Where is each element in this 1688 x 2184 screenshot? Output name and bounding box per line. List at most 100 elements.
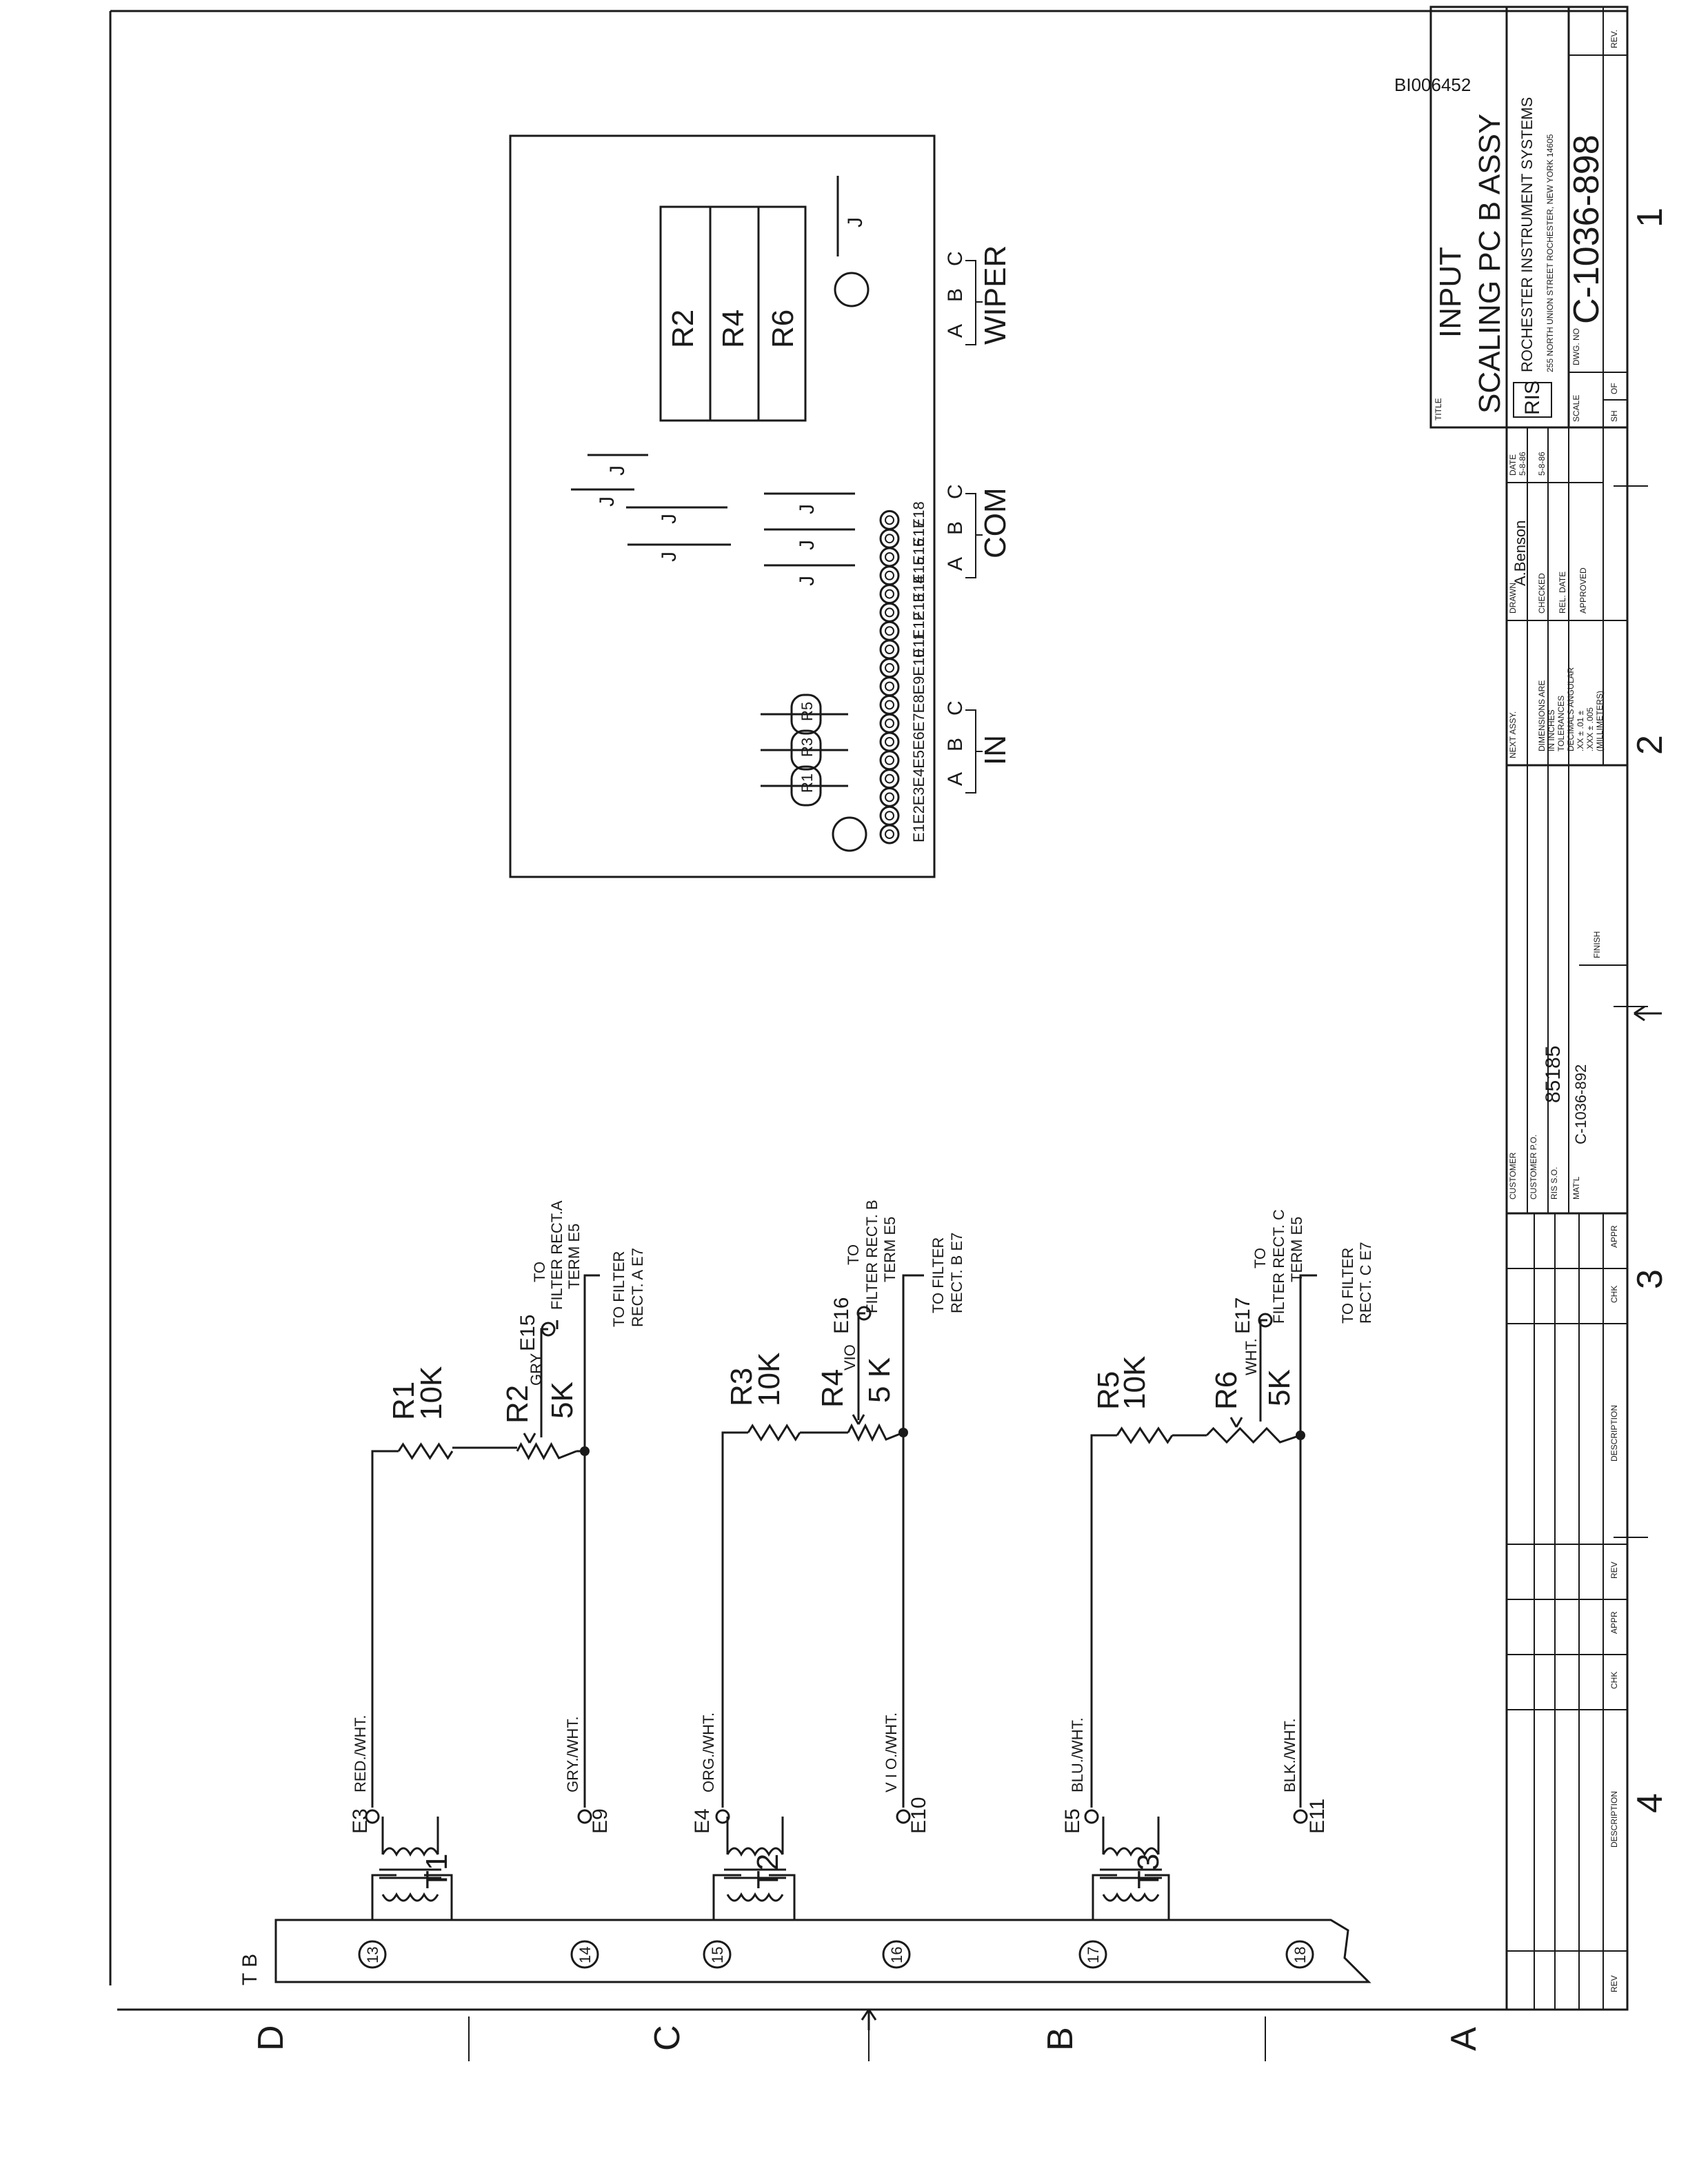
tb-terminal-number: 14 <box>576 1947 594 1963</box>
ris-so-number: 85185 <box>1542 1046 1565 1103</box>
ch1-out-terminal: E9 <box>589 1808 612 1834</box>
ch3-in-wire: BLU./WHT. <box>1069 1717 1086 1792</box>
svg-text:TERM E5: TERM E5 <box>881 1217 898 1282</box>
svg-text:DIMENSIONS ARE: DIMENSIONS ARE <box>1537 680 1547 751</box>
rev-header-rev-1: REV <box>1609 1561 1619 1579</box>
svg-text:TERM E5: TERM E5 <box>1288 1217 1305 1282</box>
schematic-terminal <box>365 1809 380 1824</box>
zone-4: 4 <box>1630 1793 1670 1813</box>
pcb-terminal-hole <box>885 718 894 729</box>
terminal-block: T B <box>239 1919 1372 1985</box>
pcb-terminal-ring <box>879 528 900 549</box>
junction-dot <box>580 1446 590 1456</box>
svg-text:FILTER RECT. C: FILTER RECT. C <box>1270 1209 1287 1324</box>
channel-2-labels: E4 ORG./WHT. E10 V I O./WHT. T2 R3 10K R… <box>691 1200 965 1889</box>
zone-2: 2 <box>1630 735 1670 755</box>
title-line-2: SCALING PC B ASSY <box>1473 114 1507 414</box>
ch3-r-fixed-val: 10K <box>1118 1356 1152 1410</box>
pcb-terminal-hole <box>885 534 894 544</box>
pcb-terminal-label: E5 <box>910 750 927 769</box>
potentiometer-symbol <box>847 1423 904 1442</box>
ch1-out-wire: GRY./WHT. <box>564 1717 581 1792</box>
fixed-resistor-symbol <box>397 1442 454 1460</box>
drawn-by: A.Benson <box>1511 520 1529 586</box>
pcb-terminal-label: E2 <box>910 805 927 824</box>
ch3-r-fixed: R5 <box>1092 1371 1125 1410</box>
svg-text:.XX ± .01 ±: .XX ± .01 ± <box>1576 710 1585 751</box>
ch2-out-wire: V I O./WHT. <box>883 1712 900 1792</box>
schematic-components <box>365 1306 1308 1902</box>
pcb-r2: R2 <box>666 310 700 348</box>
pcb-terminal-hole <box>885 607 894 618</box>
svg-text:A: A <box>944 324 967 338</box>
pcb-small-resistors: R1 R3 R5 <box>761 694 848 807</box>
pcb-terminal-ring <box>879 547 900 567</box>
ch2-r-fixed: R3 <box>725 1368 758 1406</box>
ch3-transformer: T3 <box>1132 1854 1165 1889</box>
approved-label: APPROVED <box>1578 567 1588 614</box>
pcb-terminal-ring <box>879 731 900 752</box>
pcb-terminal-hole <box>885 645 894 654</box>
pcb-terminal-label: E1 <box>910 824 927 842</box>
svg-text:TO: TO <box>531 1262 548 1282</box>
pcb-terminal-ring <box>879 769 900 789</box>
rev-header-desc-2: DESCRIPTION <box>1609 1791 1619 1848</box>
pcb-terminal-hole <box>885 589 894 599</box>
pcb-terminal-ring <box>879 602 900 623</box>
pcb-r6: R6 <box>766 310 800 348</box>
ch1-transformer: T1 <box>420 1854 454 1889</box>
drawing-border <box>109 10 1629 2011</box>
junction-dot <box>1296 1430 1305 1440</box>
svg-text:TERM E5: TERM E5 <box>565 1224 583 1289</box>
scale-label: SCALE <box>1571 395 1581 422</box>
pcb-terminal-hole <box>885 700 894 710</box>
tb-terminal-circle <box>570 1940 599 1969</box>
svg-text:DECIMALS ANGULAR: DECIMALS ANGULAR <box>1566 667 1576 751</box>
date-label: DATE <box>1508 454 1518 476</box>
matl-label: MAT'L <box>1571 1176 1581 1200</box>
sheet-label: SH <box>1609 410 1619 422</box>
pcb-terminal-hole <box>885 626 894 636</box>
zone-3: 3 <box>1630 1269 1670 1289</box>
ch1-in-terminal: E3 <box>349 1808 372 1834</box>
drawn-label: DRAWN <box>1508 583 1518 614</box>
edge-arrows <box>861 1005 1662 2030</box>
tb-terminal-circle <box>1078 1940 1107 1969</box>
approval-block: DATE 5-8-86 5-8-86 DRAWN A.Benson CHECKE… <box>1505 426 1629 767</box>
svg-text:(MILLIMETERS): (MILLIMETERS) <box>1595 691 1605 751</box>
junction-dot <box>898 1428 908 1437</box>
svg-text:C: C <box>944 251 967 266</box>
pcb-terminal-label: E16 <box>910 538 927 565</box>
pcb-terminal-ring <box>879 824 900 845</box>
customer-label: CUSTOMER <box>1508 1152 1518 1200</box>
pcb-terminal-ring <box>879 509 900 530</box>
wiper-terminal <box>856 1306 872 1321</box>
pcb-terminal-label: E8 <box>910 694 927 713</box>
transformer-secondary-coil <box>726 1892 784 1902</box>
pcb-r4: R4 <box>716 310 750 348</box>
ch2-wiper-terminal: E16 <box>830 1297 853 1334</box>
pcb-terminals: E1E2E3E4E5E6E7E8E9E10E11E12E13E14E15E16E… <box>879 501 927 845</box>
fixed-resistor-symbol <box>1116 1426 1174 1444</box>
pcb-terminal-label: E13 <box>910 594 927 620</box>
tb-label: T B <box>239 1954 261 1985</box>
schematic-terminal <box>1293 1809 1308 1824</box>
svg-text:TO: TO <box>845 1244 862 1265</box>
tb-terminal-number: 18 <box>1292 1947 1309 1963</box>
sheet-id: BI006452 <box>1394 74 1471 95</box>
svg-text:B: B <box>944 521 967 535</box>
dwg-no-label: DWG. NO <box>1571 328 1581 365</box>
wiper-terminal <box>1258 1313 1273 1328</box>
svg-text:J: J <box>606 465 629 476</box>
pcb-terminal-ring <box>879 620 900 641</box>
transformer-primary-coil <box>381 1847 439 1857</box>
tb-terminal-circle <box>1285 1940 1314 1969</box>
pcb-wiper-label: WIPER <box>978 245 1012 345</box>
revision-table: APPR CHK DESCRIPTION REV APPR CHK DESCRI… <box>1505 1212 1629 2011</box>
ch2-out-terminal: E10 <box>907 1797 930 1834</box>
rev-header-chk-2: CHK <box>1609 1672 1619 1689</box>
zone-markers: 1 2 3 4 D C B A <box>251 208 1670 2061</box>
pcb-group-wiper: A B C WIPER <box>944 245 1012 345</box>
ch1-wiper-terminal: E15 <box>516 1315 539 1351</box>
